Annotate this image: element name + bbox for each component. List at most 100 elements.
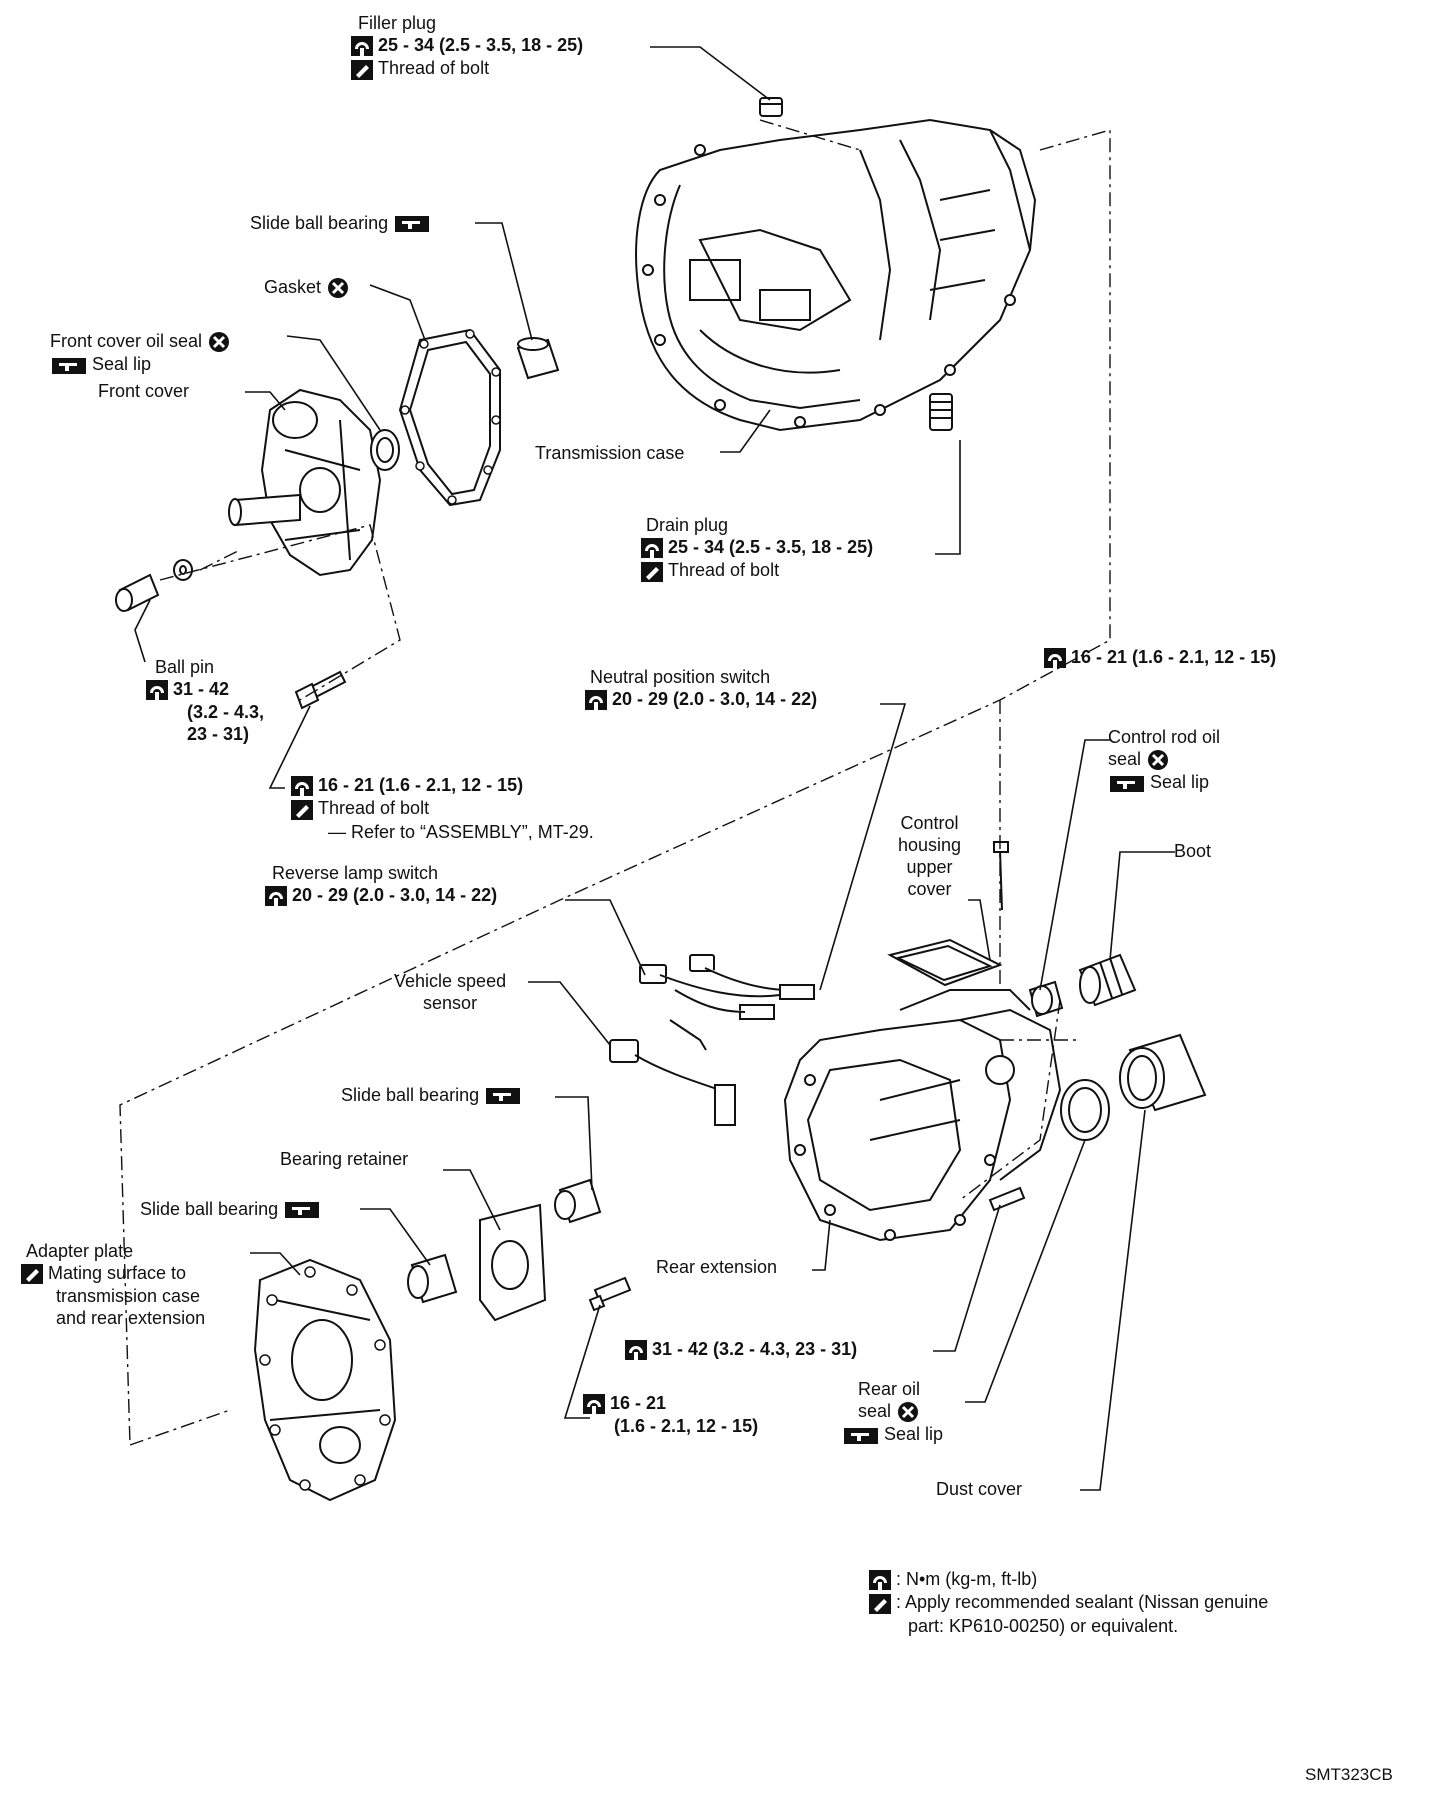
bearing-grease-icon [283,1199,321,1221]
legend-torque-unit: : N•m (kg-m, ft-lb) [896,1569,1038,1589]
switch-and-sensor-parts [609,954,815,1126]
drain-plug-part [929,393,953,431]
transmission-case-label: Transmission case [535,443,685,463]
rear-oil-seal-line1: Rear oil [858,1379,921,1399]
adapter-plate-line1: Mating surface to [48,1263,187,1283]
torque-wrench-icon [350,35,374,57]
control-rod-oil-seal-line2: seal [1108,749,1142,769]
control-housing-line1: Control [900,813,959,833]
bearing-grease-icon [393,213,431,235]
drain-plug-torque: 25 - 34 (2.5 - 3.5, 18 - 25) [668,537,874,557]
lower-parts [407,1178,1026,1322]
torque-wrench-icon [624,1339,648,1361]
slide-ball-bearing-low-label: Slide ball bearing [140,1199,279,1219]
front-cover-oil-seal-label: Front cover oil seal [50,331,203,351]
rear-oil-seal-block: Rear oil seal Seal lip [844,1378,944,1447]
bearing-grease-icon [50,355,88,377]
filler-plug-block: Filler plug 25 - 34 (2.5 - 3.5, 18 - 25)… [351,12,584,81]
figure-code: SMT323CB [1305,1765,1393,1784]
front-cover-bolt-sealant: Thread of bolt [318,798,430,819]
control-rod-oil-seal-lip: Seal lip [1150,772,1210,793]
sealant-icon [868,1593,892,1615]
filler-plug-label: Filler plug [358,13,437,33]
bearing-grease-icon [1108,773,1146,795]
sealant-icon [20,1263,44,1285]
dust-cover-part [1119,1033,1207,1112]
front-cover-oil-seal-block: Front cover oil seal Seal lip [50,330,235,377]
transmission-case-bolt-holes [642,144,1016,428]
torque-wrench-icon [145,679,169,701]
sealant-icon [350,59,374,81]
retainer-bolt-block: 16 - 21 (1.6 - 2.1, 12 - 15) [582,1392,758,1437]
rear-oil-seal-lip: Seal lip [884,1424,944,1445]
control-housing-line2: housing [898,835,962,855]
assembly-centerlines [119,119,1111,1446]
ball-pin-torque-3: 23 - 31) [187,724,250,745]
replace-x-icon [207,331,231,354]
ball-pin-torque-1: 31 - 42 [173,679,230,699]
replace-x-icon [326,277,350,300]
vehicle-speed-sensor-block: Vehicle speed sensor [394,970,506,1014]
neutral-position-switch-label: Neutral position switch [590,667,771,687]
adapter-plate-drawing [253,1258,397,1502]
control-rod-oil-seal-part [1028,980,1064,1018]
reverse-lamp-switch-block: Reverse lamp switch 20 - 29 (2.0 - 3.0, … [264,862,497,907]
retainer-bolt-torque-2: (1.6 - 2.1, 12 - 15) [614,1416,759,1437]
bearing-retainer-label: Bearing retainer [280,1149,409,1169]
filler-plug-torque: 25 - 34 (2.5 - 3.5, 18 - 25) [378,35,584,55]
replace-x-icon [896,1401,920,1424]
vehicle-speed-sensor-line2: sensor [423,993,478,1013]
reverse-lamp-switch-label: Reverse lamp switch [272,863,439,883]
front-cover-bolt-block: 16 - 21 (1.6 - 2.1, 12 - 15) Thread of b… [290,774,594,843]
transmission-case-drawing [635,118,1037,432]
adapter-plate-block: Adapter plate Mating surface to transmis… [21,1240,205,1329]
gasket-part [398,328,501,507]
legend-sealant-1: : Apply recommended sealant (Nissan genu… [896,1592,1269,1613]
replace-x-icon [1146,749,1170,772]
torque-wrench-icon [264,885,288,907]
gasket-holes [400,329,501,505]
torque-wrench-icon [582,1393,606,1415]
front-cover-oil-seal-lip: Seal lip [92,354,152,375]
control-rod-oil-seal-line1: Control rod oil [1108,727,1221,747]
slide-ball-bearing-top-label: Slide ball bearing [250,213,389,233]
rear-ext-bolt-block: 31 - 42 (3.2 - 4.3, 23 - 31) [624,1338,857,1361]
rear-oil-seal-part [1060,1079,1110,1141]
torque-wrench-icon [290,775,314,797]
legend: : N•m (kg-m, ft-lb) : Apply recommended … [868,1568,1268,1637]
adapter-plate-label: Adapter plate [26,1241,134,1261]
ball-pin-block: Ball pin 31 - 42 (3.2 - 4.3, 23 - 31) [146,656,265,745]
drain-plug-block: Drain plug 25 - 34 (2.5 - 3.5, 18 - 25) … [640,514,873,583]
sealant-icon [290,799,314,821]
bearing-grease-icon [484,1085,522,1107]
case-bolt-block: 16 - 21 (1.6 - 2.1, 12 - 15) [1043,646,1276,669]
slide-ball-bearing-top-block: Slide ball bearing [250,212,435,235]
ball-pin-label: Ball pin [155,657,215,677]
front-cover-label: Front cover [98,381,190,401]
ball-pin-torque-2: (3.2 - 4.3, [187,702,265,723]
sealant-icon [640,561,664,583]
slide-ball-bearing-low-block: Slide ball bearing [140,1198,325,1221]
ball-pin-part [115,559,193,612]
boot-part [1078,953,1137,1007]
drain-plug-label: Drain plug [646,515,729,535]
filler-plug-sealant: Thread of bolt [378,58,490,79]
rear-extension-drawing [783,989,1062,1242]
torque-wrench-icon [584,689,608,711]
gasket-block: Gasket [264,276,354,300]
boot-label: Boot [1174,841,1212,861]
vehicle-speed-sensor-line1: Vehicle speed [394,971,507,991]
neutral-position-switch-block: Neutral position switch 20 - 29 (2.0 - 3… [584,666,817,711]
neutral-position-switch-torque: 20 - 29 (2.0 - 3.0, 14 - 22) [612,689,818,709]
rear-extension-bolt-holes [794,1074,996,1241]
torque-wrench-icon [1043,647,1067,669]
slide-ball-bearing-top-part [516,337,560,380]
control-housing-line4: cover [907,879,952,899]
drain-plug-sealant: Thread of bolt [668,560,780,581]
adapter-plate-holes [259,1266,391,1491]
leader-lines [134,46,1175,1491]
front-cover-drawing [228,388,382,577]
rear-ext-bolt-torque: 31 - 42 (3.2 - 4.3, 23 - 31) [652,1339,858,1359]
legend-sealant-2: part: KP610-00250) or equivalent. [908,1615,1179,1636]
